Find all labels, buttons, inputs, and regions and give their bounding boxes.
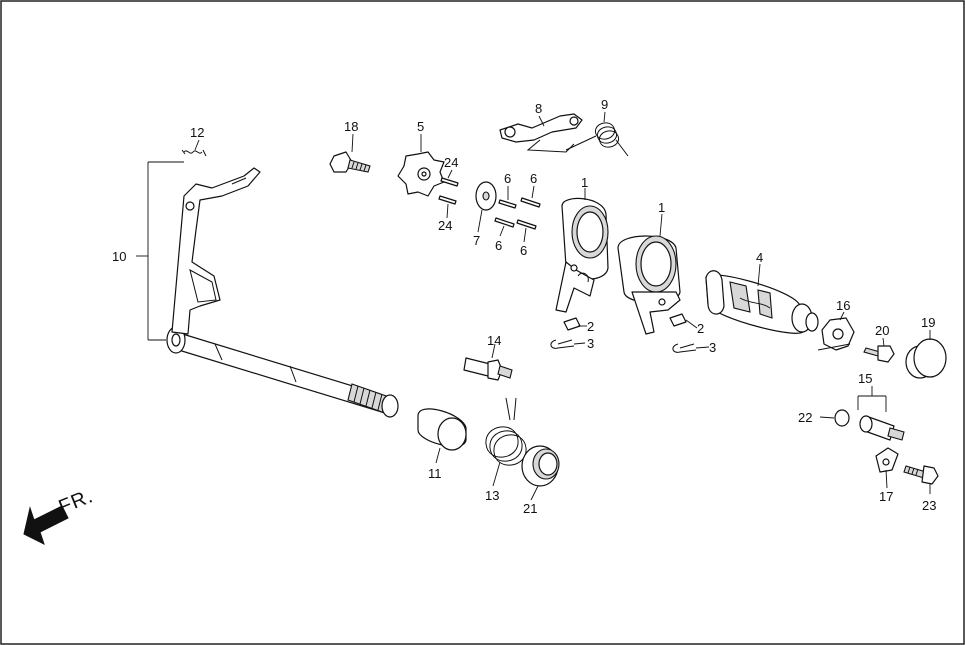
callout-2b: 2: [697, 321, 704, 336]
callout-6a: 6: [504, 171, 511, 186]
leader-lines: [194, 111, 931, 501]
o-ring-22: [834, 409, 850, 427]
callout-16: 16: [836, 298, 850, 313]
callout-22: 22: [798, 410, 812, 425]
dowel-pins-24: [438, 177, 459, 205]
shift-fork-right-1: [617, 235, 681, 335]
callout-20: 20: [875, 323, 889, 338]
callout-18: 18: [344, 119, 358, 134]
callout-7: 7: [473, 233, 480, 248]
cotter-clips-3: [550, 339, 697, 353]
callout-6b: 6: [530, 171, 537, 186]
cap-19: [905, 338, 947, 379]
spring-12: [181, 149, 207, 157]
return-spring-13: [485, 397, 527, 466]
callout-4: 4: [756, 250, 763, 265]
callout-11: 11: [428, 466, 442, 481]
callout-19: 19: [921, 315, 935, 330]
guide-pins-6: [494, 197, 541, 230]
callout-1b: 1: [658, 200, 665, 215]
pivot-bolt-15: [857, 386, 905, 441]
stud-bolt-14: [463, 357, 513, 381]
drum-stopper-arm-8: [499, 113, 583, 153]
drum-cam-16: [817, 317, 855, 351]
oil-seal-21: [521, 445, 560, 487]
front-direction-arrow-icon: [23, 505, 69, 545]
callout-6d: 6: [520, 243, 527, 258]
callout-15: 15: [858, 371, 872, 386]
callout-2a: 2: [587, 319, 594, 334]
shift-drum-stopper-plate-5: [397, 151, 445, 197]
callout-23: 23: [922, 498, 936, 513]
gearshift-spindle-10: [166, 167, 399, 418]
shift-drum-4: [705, 270, 819, 334]
callout-9: 9: [601, 97, 608, 112]
bracket-17: [875, 447, 899, 473]
bolt-18: [329, 151, 371, 173]
fork-guide-pins-2: [563, 313, 687, 331]
callout-10: 10: [112, 249, 126, 264]
callout-21: 21: [523, 501, 537, 516]
callout-1a: 1: [581, 175, 588, 190]
callout-3b: 3: [709, 340, 716, 355]
bracket-10: [136, 161, 184, 341]
callout-13: 13: [485, 488, 499, 503]
callout-14: 14: [487, 333, 501, 348]
shift-drum-center-7: [475, 181, 497, 211]
callout-6c: 6: [495, 238, 502, 253]
collar-11: [417, 408, 467, 451]
callout-5: 5: [417, 119, 424, 134]
callout-24b: 24: [438, 218, 452, 233]
stopper-arm-spring-9: [565, 122, 629, 157]
shift-fork-left-1: [555, 197, 609, 313]
callout-3a: 3: [587, 336, 594, 351]
bolt-23: [903, 465, 939, 485]
callout-17: 17: [879, 489, 893, 504]
callout-24a: 24: [444, 155, 458, 170]
bolt-20: [863, 345, 895, 363]
callout-12: 12: [190, 125, 204, 140]
callout-8: 8: [535, 101, 542, 116]
